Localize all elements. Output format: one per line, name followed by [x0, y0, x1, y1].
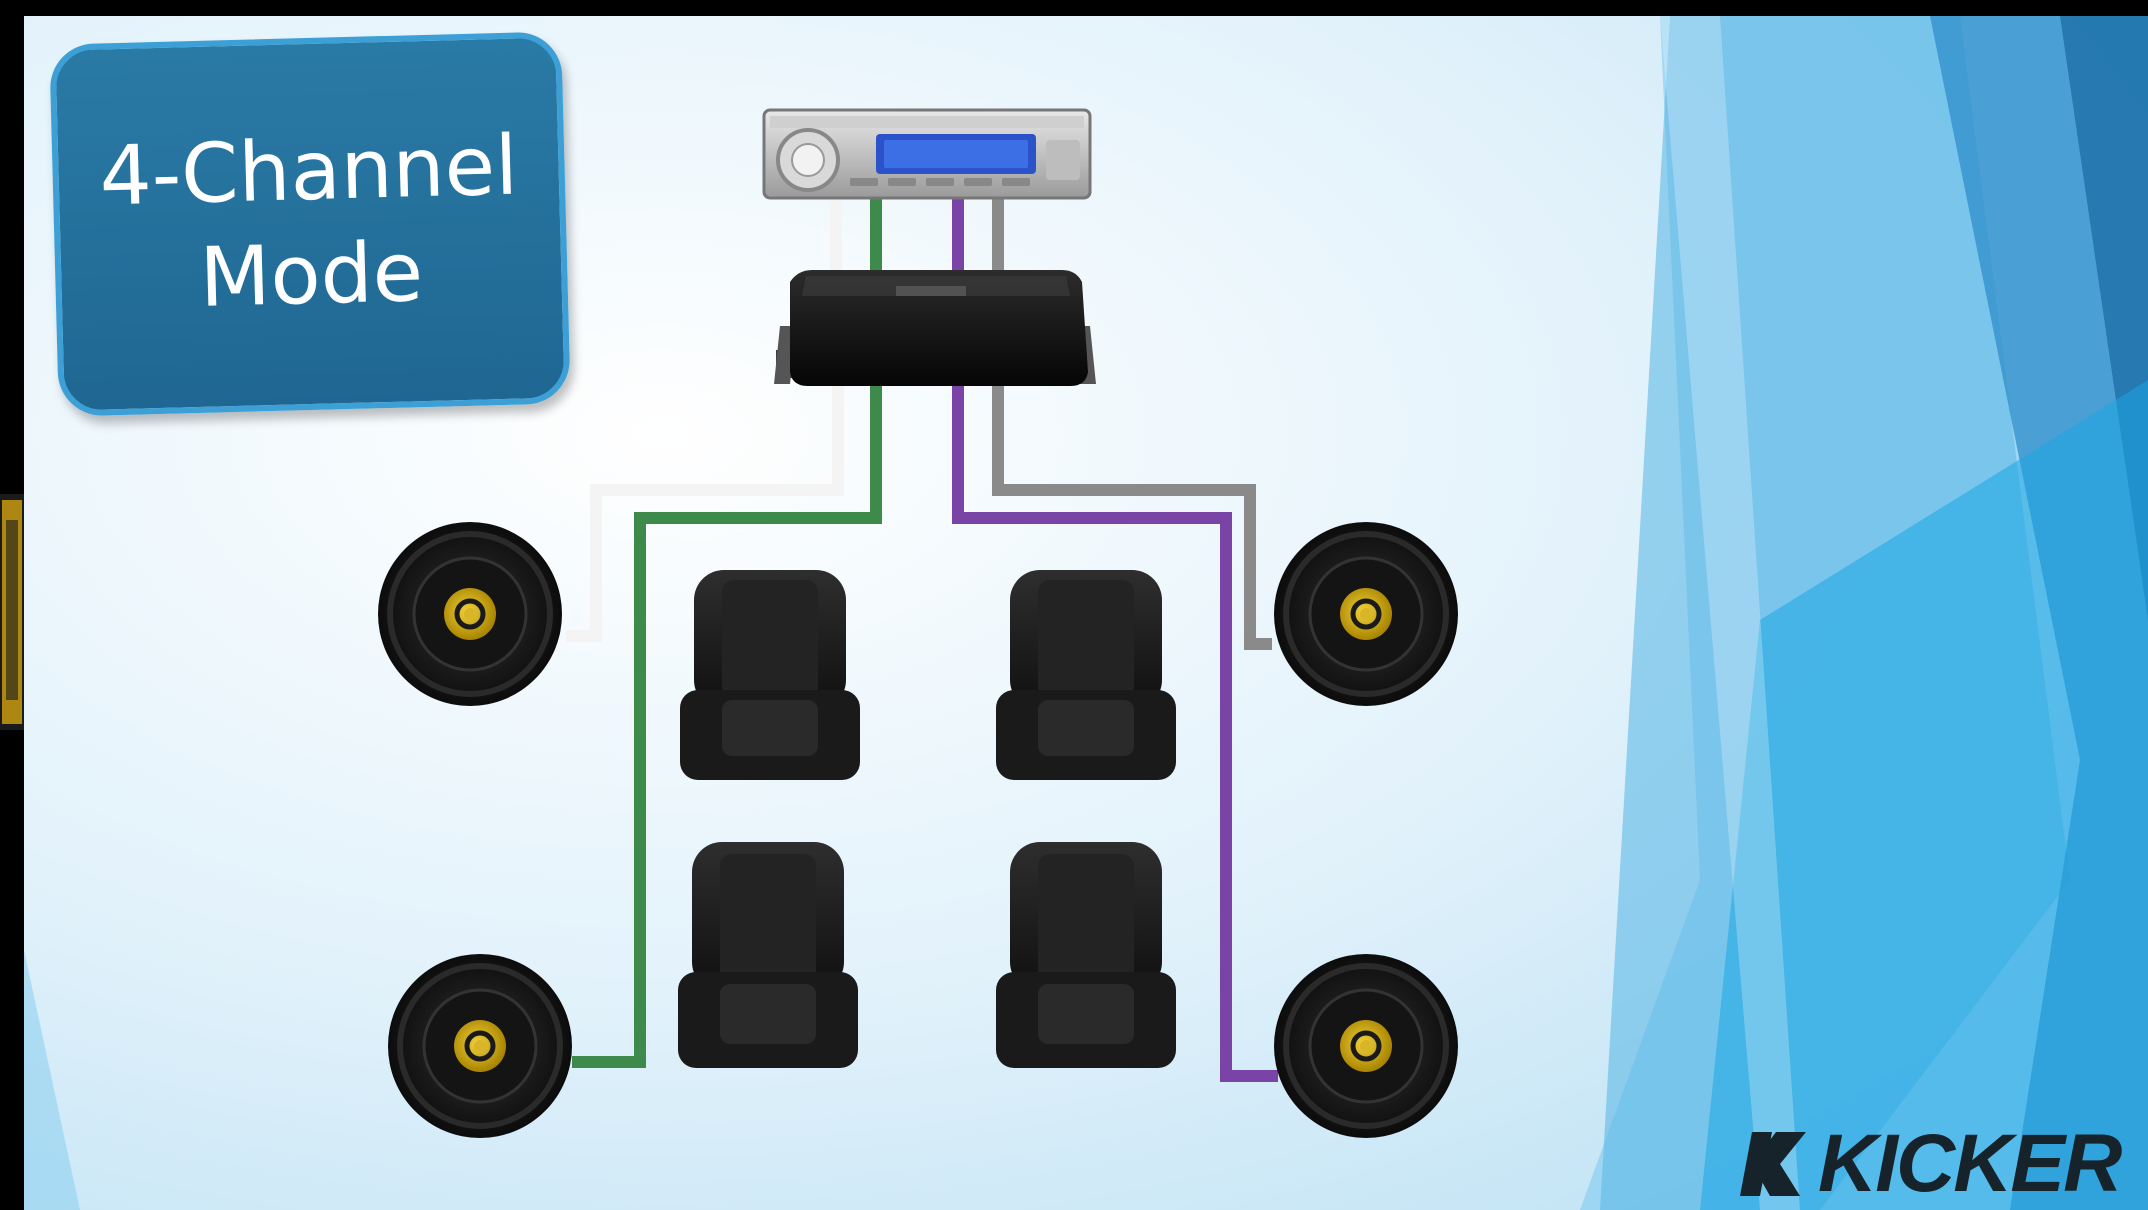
speaker-front-right — [1274, 522, 1458, 706]
speaker-rear-left — [388, 954, 572, 1138]
wire-green-rear-left — [572, 386, 882, 1068]
amplifier — [774, 270, 1096, 386]
title-box: 4-Channel Mode — [49, 31, 571, 417]
seat-rear-left — [678, 842, 858, 1068]
speaker-front-left — [378, 522, 562, 706]
seat-rear-right — [996, 842, 1176, 1068]
brand-chevron-icon — [1740, 1132, 1806, 1196]
brand-logo-text: KICKER — [1818, 1118, 2122, 1209]
speaker-rear-right — [1274, 954, 1458, 1138]
seat-front-left — [680, 570, 860, 780]
head-unit — [762, 108, 1092, 200]
slide-title: 4-Channel Mode — [98, 118, 520, 326]
seat-front-right — [996, 570, 1176, 780]
wire-white-front-left — [566, 386, 844, 642]
amp-logo — [896, 286, 966, 296]
decorative-facets — [24, 16, 2148, 1210]
side-strip — [0, 494, 24, 730]
wire-gray-front-right — [992, 386, 1272, 650]
wires — [566, 196, 1278, 1082]
wire-purple-rear-right — [952, 386, 1278, 1082]
